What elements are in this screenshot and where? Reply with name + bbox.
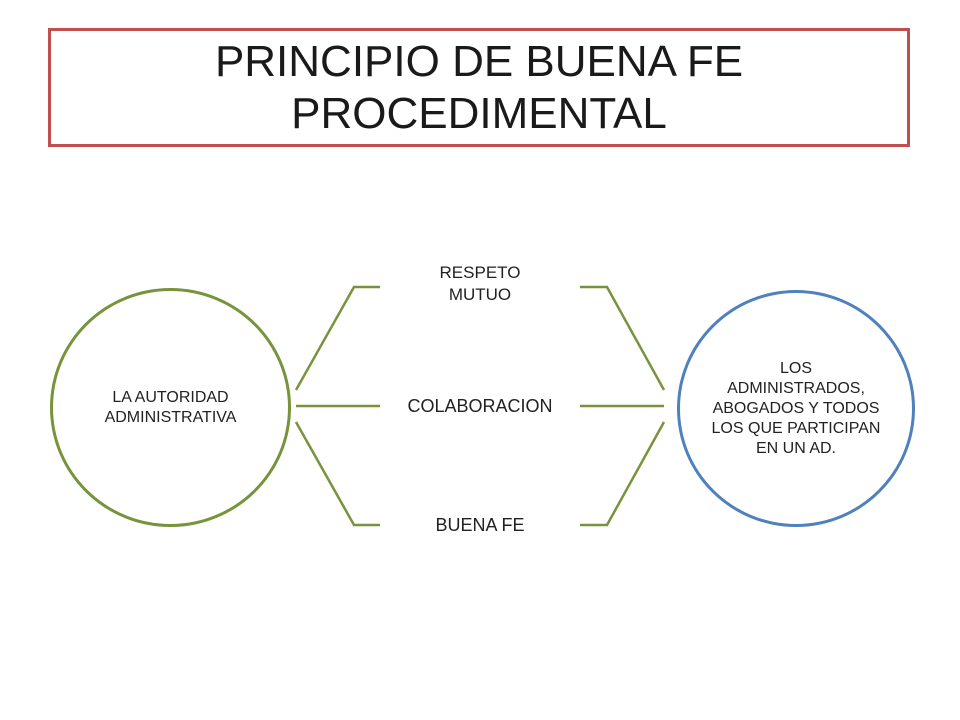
middle-label-respeto-mutuo: RESPETO MUTUO bbox=[439, 263, 521, 304]
title-box: PRINCIPIO DE BUENA FE PROCEDIMENTAL bbox=[48, 28, 910, 147]
connector-left-bottom bbox=[294, 421, 380, 527]
middle-label-buena-fe: BUENA FE bbox=[435, 515, 525, 535]
middle-label-colaboracion: COLABORACION bbox=[407, 396, 553, 416]
connector-left-top bbox=[294, 285, 380, 391]
page-title: PRINCIPIO DE BUENA FE PROCEDIMENTAL bbox=[214, 36, 744, 138]
right-circle-node: LOS ADMINISTRADOS, ABOGADOS Y TODOS LOS … bbox=[677, 290, 915, 527]
right-circle-label: LOS ADMINISTRADOS, ABOGADOS Y TODOS LOS … bbox=[711, 359, 881, 457]
left-circle-node: LA AUTORIDAD ADMINISTRATIVA bbox=[50, 288, 291, 527]
connector-right-top bbox=[580, 285, 666, 391]
left-circle-label: LA AUTORIDAD ADMINISTRATIVA bbox=[104, 388, 237, 426]
connector-right-bottom bbox=[580, 421, 666, 527]
